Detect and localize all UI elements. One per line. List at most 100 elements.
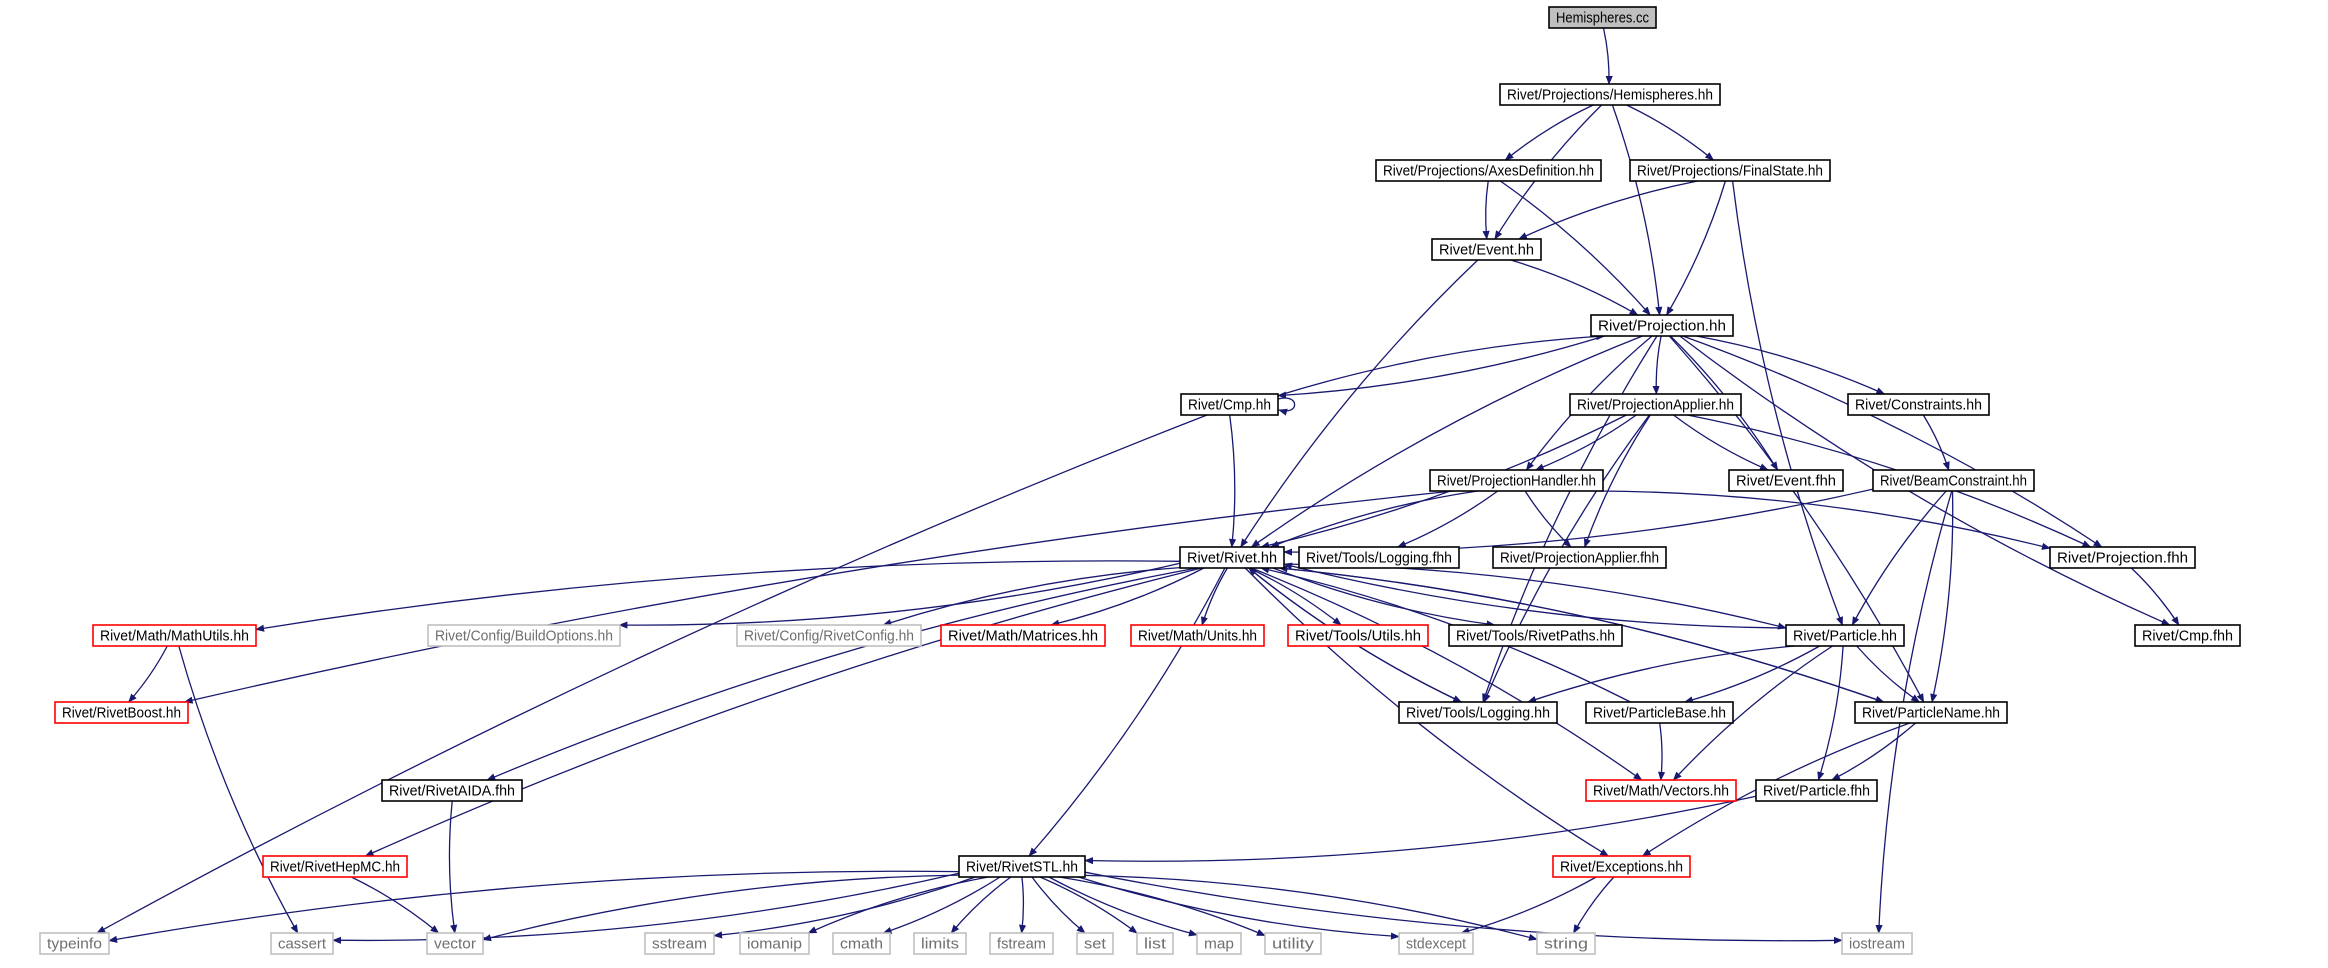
node-box xyxy=(1872,469,2035,492)
graph-node-fstream: fstream xyxy=(989,932,1054,955)
node-box xyxy=(1569,393,1742,416)
graph-node-logging-fhh[interactable]: Rivet/Tools/Logging.fhh xyxy=(1298,546,1460,569)
node-label: fstream xyxy=(997,937,1046,953)
edge-projection-hh-to-particlename xyxy=(1668,335,1925,703)
edge-projectionhandler-hh-to-projectionapplier-fhh xyxy=(1524,490,1572,548)
graph-node-vectors[interactable]: Rivet/Math/Vectors.hh xyxy=(1585,779,1737,802)
edge-rivetstl-to-limits xyxy=(950,876,1012,934)
graph-node-particle-hh[interactable]: Rivet/Particle.hh xyxy=(1785,624,1905,647)
node-box xyxy=(1552,855,1691,878)
graph-node-string: string xyxy=(1536,932,1596,955)
edge-particlebase-to-vectors xyxy=(1658,722,1666,781)
node-label: Rivet/Particle.fhh xyxy=(1763,784,1870,800)
graph-node-cmp-hh[interactable]: Rivet/Cmp.hh xyxy=(1180,393,1279,416)
graph-node-rivethepmc[interactable]: Rivet/RivetHepMC.hh xyxy=(262,855,408,878)
node-label: Rivet/Projections/Hemispheres.hh xyxy=(1507,88,1713,104)
graph-node-projectionapplier-fhh[interactable]: Rivet/ProjectionApplier.fhh xyxy=(1492,546,1667,569)
node-box xyxy=(736,624,922,647)
node-label: list xyxy=(1144,937,1166,953)
node-box xyxy=(1431,238,1542,261)
node-box xyxy=(1536,932,1596,955)
graph-node-event-fhh[interactable]: Rivet/Event.fhh xyxy=(1728,469,1844,492)
graph-node-particle-fhh[interactable]: Rivet/Particle.fhh xyxy=(1755,779,1878,802)
node-label: Rivet/Config/BuildOptions.hh xyxy=(435,629,613,645)
edge-projection-hh-to-logging-hh xyxy=(1482,335,1658,703)
edge-beamconstraint-hh-to-rivet-hh xyxy=(1283,488,1874,556)
node-label: Rivet/Math/Units.hh xyxy=(1138,629,1257,645)
node-box xyxy=(1590,314,1734,337)
graph-node-rivet-hh[interactable]: Rivet/Rivet.hh xyxy=(1179,546,1285,569)
node-box xyxy=(1179,546,1285,569)
graph-node-event-hh[interactable]: Rivet/Event.hh xyxy=(1431,238,1542,261)
node-label: Rivet/BeamConstraint.hh xyxy=(1880,474,2027,490)
graph-node-cmp-fhh[interactable]: Rivet/Cmp.fhh xyxy=(2134,624,2241,647)
edge-finalstate-to-projection-hh xyxy=(1666,180,1727,316)
graph-node-projectionhandler-hh[interactable]: Rivet/ProjectionHandler.hh xyxy=(1429,469,1604,492)
node-label: Rivet/ParticleName.hh xyxy=(1862,706,2000,722)
graph-node-list: list xyxy=(1136,932,1174,955)
edge-projection-hh-to-projection-fhh xyxy=(1682,335,2103,548)
node-box xyxy=(2134,624,2241,647)
graph-node-projection-hh[interactable]: Rivet/Projection.hh xyxy=(1590,314,1734,337)
node-label: iostream xyxy=(1849,937,1905,953)
node-label: Rivet/Projections/AxesDefinition.hh xyxy=(1383,164,1594,180)
graph-node-rivetaida[interactable]: Rivet/RivetAIDA.fhh xyxy=(381,779,523,802)
edge-particle-hh-to-particlebase xyxy=(1683,645,1821,704)
graph-node-matrices[interactable]: Rivet/Math/Matrices.hh xyxy=(940,624,1106,647)
graph-node-exceptions[interactable]: Rivet/Exceptions.hh xyxy=(1552,855,1691,878)
node-label: Rivet/Projections/FinalState.hh xyxy=(1637,164,1823,180)
graph-node-utils[interactable]: Rivet/Tools/Utils.hh xyxy=(1287,624,1429,647)
edge-rivetstl-to-set xyxy=(1031,876,1086,934)
node-label: Rivet/ProjectionHandler.hh xyxy=(1437,474,1596,490)
node-box xyxy=(739,932,810,955)
node-label: Rivet/RivetSTL.hh xyxy=(966,860,1078,876)
graph-node-particlename[interactable]: Rivet/ParticleName.hh xyxy=(1854,701,2008,724)
node-label: cmath xyxy=(840,937,883,953)
node-label: Rivet/Tools/Logging.fhh xyxy=(1306,551,1452,567)
graph-node-hemispheres-hh[interactable]: Rivet/Projections/Hemispheres.hh xyxy=(1499,83,1721,106)
node-box xyxy=(39,932,110,955)
node-label: utility xyxy=(1272,937,1315,953)
graph-node-particlebase[interactable]: Rivet/ParticleBase.hh xyxy=(1585,701,1734,724)
graph-node-axesdefinition[interactable]: Rivet/Projections/AxesDefinition.hh xyxy=(1375,159,1602,182)
edge-layer xyxy=(96,27,2180,945)
graph-node-beamconstraint-hh[interactable]: Rivet/BeamConstraint.hh xyxy=(1872,469,2035,492)
edge-axesdefinition-to-projection-hh xyxy=(1499,180,1651,316)
graph-node-projection-fhh[interactable]: Rivet/Projection.fhh xyxy=(2049,546,2196,569)
graph-node-mathutils[interactable]: Rivet/Math/MathUtils.hh xyxy=(92,624,257,647)
edge-hemispheres-hh-to-axesdefinition xyxy=(1504,104,1594,161)
node-label: Rivet/Config/RivetConfig.hh xyxy=(744,629,914,645)
node-box xyxy=(1854,701,2008,724)
graph-node-constraints-hh[interactable]: Rivet/Constraints.hh xyxy=(1847,393,1990,416)
graph-node-rivetpaths[interactable]: Rivet/Tools/RivetPaths.hh xyxy=(1448,624,1623,647)
graph-node-units[interactable]: Rivet/Math/Units.hh xyxy=(1130,624,1265,647)
node-box xyxy=(1136,932,1174,955)
edge-rivetstl-to-stdexcept xyxy=(1078,876,1400,940)
node-box xyxy=(1585,779,1737,802)
node-label: limits xyxy=(921,937,959,953)
edge-rivet-hh-to-rivetconfig xyxy=(882,566,1181,626)
edge-constraints-hh-to-beamconstraint-hh xyxy=(1922,414,1950,471)
graph-node-rivetstl[interactable]: Rivet/RivetSTL.hh xyxy=(958,855,1086,878)
edge-rivetstl-to-typeinfo xyxy=(108,870,960,943)
node-label: cassert xyxy=(278,937,326,953)
graph-node-finalstate[interactable]: Rivet/Projections/FinalState.hh xyxy=(1629,159,1831,182)
edge-rivet-hh-to-mathutils xyxy=(255,560,1181,632)
graph-node-cmath: cmath xyxy=(832,932,891,955)
edge-projection-hh-to-rivet-hh xyxy=(1250,335,1643,548)
graph-node-logging-hh[interactable]: Rivet/Tools/Logging.hh xyxy=(1398,701,1558,724)
graph-node-sstream: sstream xyxy=(644,932,715,955)
node-label: Rivet/ProjectionApplier.hh xyxy=(1577,398,1734,414)
edge-cmp-hh-to-projection-hh xyxy=(1277,332,1606,397)
graph-node-rivetboost[interactable]: Rivet/RivetBoost.hh xyxy=(54,701,189,724)
graph-node-projectionapplier-hh[interactable]: Rivet/ProjectionApplier.hh xyxy=(1569,393,1742,416)
edge-rivetstl-to-cmath xyxy=(882,876,1001,934)
node-label: Rivet/RivetAIDA.fhh xyxy=(389,784,515,800)
edge-rivetstl-to-cassert xyxy=(332,872,960,944)
node-box xyxy=(1629,159,1831,182)
edge-projection-hh-to-cmp-fhh xyxy=(1679,335,2171,626)
graph-node-vector: vector xyxy=(426,932,484,955)
edge-rivet-hh-to-buildoptions xyxy=(618,562,1181,629)
graph-node-iostream: iostream xyxy=(1841,932,1913,955)
graph-node-hemispheres-cc[interactable]: Hemispheres.cc xyxy=(1548,6,1657,29)
